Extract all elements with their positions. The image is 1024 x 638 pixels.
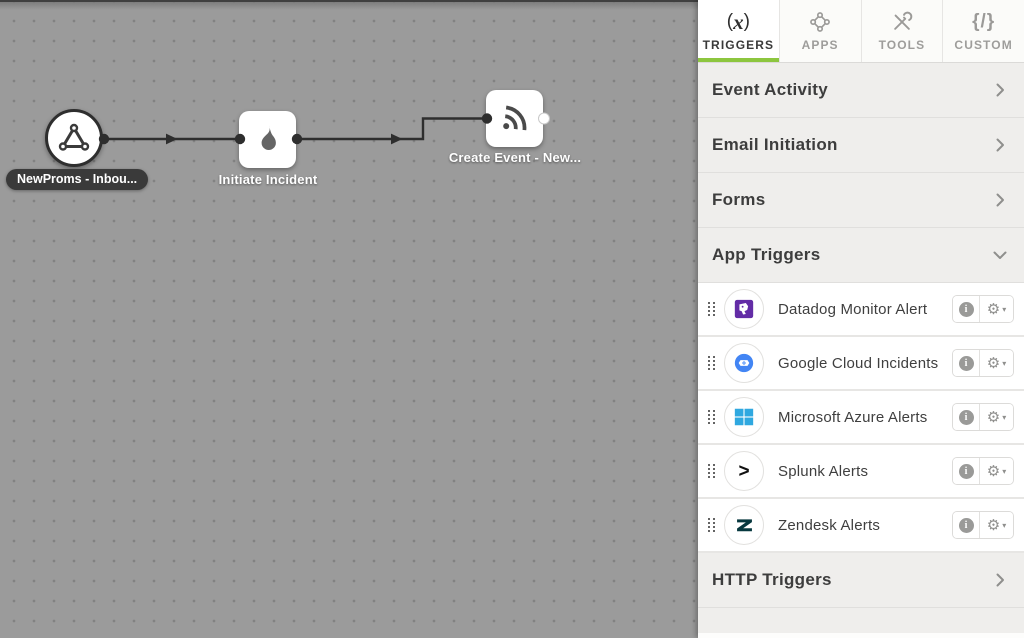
section-event-activity[interactable]: Event Activity [698, 63, 1024, 118]
row-actions: i ⚙▾ [952, 457, 1014, 485]
canvas-top-edge [0, 0, 698, 10]
zendesk-icon [724, 505, 764, 545]
info-button[interactable]: i [953, 458, 980, 484]
info-icon: i [958, 463, 974, 479]
app-trigger-label: Splunk Alerts [778, 462, 869, 480]
info-icon: i [958, 301, 974, 317]
palette-tabs: (x) TRIGGERS APPS [698, 0, 1024, 63]
broadcast-icon [502, 105, 526, 130]
tab-tools[interactable]: TOOLS [861, 0, 944, 62]
info-icon: i [958, 409, 974, 425]
settings-dropdown-button[interactable]: ⚙▾ [980, 296, 1013, 322]
drag-handle-icon[interactable] [706, 355, 718, 371]
settings-dropdown-button[interactable]: ⚙▾ [980, 458, 1013, 484]
google-cloud-icon [724, 343, 764, 383]
info-button[interactable]: i [953, 512, 980, 538]
gear-icon: ⚙ [986, 300, 1001, 318]
info-icon: i [958, 517, 974, 533]
chevron-right-icon [996, 83, 1004, 97]
row-actions: i ⚙▾ [952, 511, 1014, 539]
app-trigger-label: Google Cloud Incidents [778, 354, 939, 372]
caret-down-icon: ▾ [1002, 304, 1007, 314]
tab-custom[interactable]: {/} CUSTOM [943, 0, 1024, 62]
app-trigger-row-google-cloud[interactable]: Google Cloud Incidents i ⚙▾ [698, 337, 1024, 391]
app-trigger-label: Zendesk Alerts [778, 516, 881, 534]
app-trigger-row-splunk[interactable]: > Splunk Alerts i ⚙▾ [698, 445, 1024, 499]
palette-panel: (x) TRIGGERS APPS [698, 0, 1024, 638]
app-trigger-label: Datadog Monitor Alert [778, 300, 928, 318]
app-trigger-row-microsoft-azure[interactable]: Microsoft Azure Alerts i ⚙▾ [698, 391, 1024, 445]
info-button[interactable]: i [953, 404, 980, 430]
datadog-icon [724, 289, 764, 329]
section-http-triggers[interactable]: HTTP Triggers [698, 553, 1024, 608]
chevron-right-icon [996, 138, 1004, 152]
section-forms[interactable]: Forms [698, 173, 1024, 228]
triggers-x-icon: (x) [726, 9, 750, 34]
info-icon: i [958, 355, 974, 371]
gear-icon: ⚙ [986, 354, 1001, 372]
node-initiate-incident[interactable] [239, 111, 296, 168]
gear-icon: ⚙ [986, 408, 1001, 426]
flow-edges [98, 112, 550, 145]
drag-handle-icon[interactable] [706, 517, 718, 533]
info-button[interactable]: i [953, 350, 980, 376]
panel-empty-area [698, 608, 1024, 633]
panel-bottom-strip [698, 633, 1024, 638]
info-button[interactable]: i [953, 296, 980, 322]
section-app-triggers[interactable]: App Triggers [698, 228, 1024, 283]
caret-down-icon: ▾ [1002, 358, 1007, 368]
caret-down-icon: ▾ [1002, 466, 1007, 476]
section-email-initiation[interactable]: Email Initiation [698, 118, 1024, 173]
node-initiate-label: Initiate Incident [218, 172, 318, 187]
node-flow-trigger[interactable] [45, 109, 103, 167]
splunk-icon: > [724, 451, 764, 491]
drag-handle-icon[interactable] [706, 463, 718, 479]
custom-code-icon: {/} [972, 11, 996, 32]
caret-down-icon: ▾ [1002, 412, 1007, 422]
row-actions: i ⚙▾ [952, 403, 1014, 431]
microsoft-azure-icon [724, 397, 764, 437]
settings-dropdown-button[interactable]: ⚙▾ [980, 512, 1013, 538]
drag-handle-icon[interactable] [706, 409, 718, 425]
flame-icon [261, 124, 276, 150]
row-actions: i ⚙▾ [952, 295, 1014, 323]
gear-icon: ⚙ [986, 516, 1001, 534]
chevron-down-icon [993, 251, 1007, 259]
chevron-right-icon [996, 193, 1004, 207]
caret-down-icon: ▾ [1002, 520, 1007, 530]
tools-crossed-icon [891, 10, 913, 34]
triangle-trigger-icon [58, 123, 90, 151]
node-create-event[interactable] [486, 90, 543, 147]
app-trigger-label: Microsoft Azure Alerts [778, 408, 928, 426]
settings-dropdown-button[interactable]: ⚙▾ [980, 350, 1013, 376]
flow-canvas[interactable]: NewProms - Inbou... Initiate Incident Cr… [0, 0, 698, 638]
drag-handle-icon[interactable] [706, 301, 718, 317]
row-actions: i ⚙▾ [952, 349, 1014, 377]
tab-triggers[interactable]: (x) TRIGGERS [698, 0, 780, 62]
gear-icon: ⚙ [986, 462, 1001, 480]
chevron-right-icon [996, 573, 1004, 587]
app-trigger-row-datadog[interactable]: Datadog Monitor Alert i ⚙▾ [698, 283, 1024, 337]
tab-apps[interactable]: APPS [779, 0, 862, 62]
apps-nodes-icon [809, 10, 831, 34]
node-create-label: Create Event - New... [448, 150, 582, 165]
node-trigger-label: NewProms - Inbou... [6, 169, 149, 190]
app-trigger-row-zendesk[interactable]: Zendesk Alerts i ⚙▾ [698, 499, 1024, 553]
settings-dropdown-button[interactable]: ⚙▾ [980, 404, 1013, 430]
